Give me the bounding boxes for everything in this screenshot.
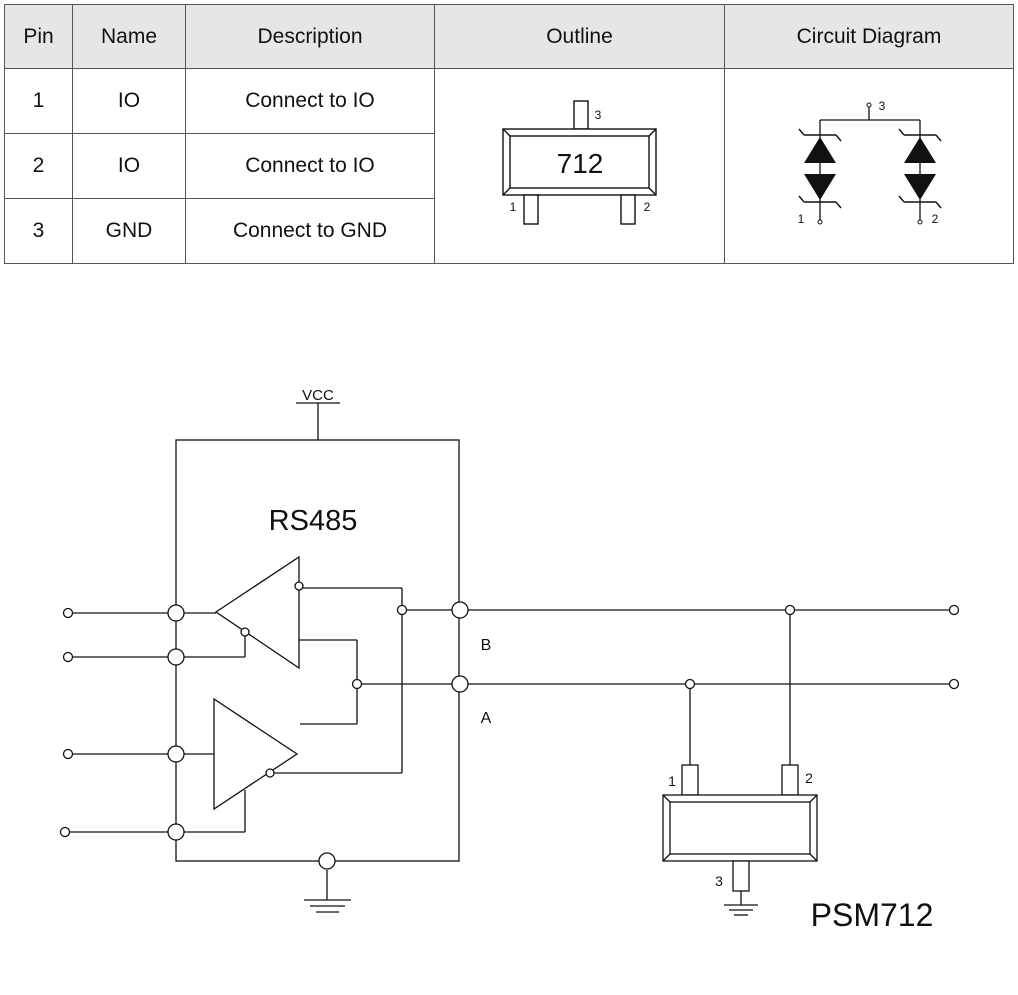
table-row: 2 IO Connect to IO [4, 133, 1014, 199]
line-b-label: B [481, 637, 492, 654]
table-row: 1 IO Connect to IO 712 1 2 3 [4, 68, 1014, 264]
psm712-pin2-lead [781, 764, 799, 796]
pin-description: Connect to IO [185, 133, 435, 199]
ic-pin-de [167, 823, 185, 841]
ic-pin-a [451, 675, 469, 693]
circuit-pin2-node [917, 219, 923, 225]
driver-amplifier [213, 697, 299, 811]
circuit-pin3-node [866, 102, 872, 108]
psm712-pin2-label: 2 [805, 770, 813, 786]
sot23-outline-drawing: 712 1 2 3 [501, 100, 657, 225]
tvs-diode-right-lower [898, 174, 942, 209]
outline-marking: 712 [556, 148, 603, 179]
psm712-pin1-label: 1 [668, 773, 676, 789]
line-a-label: A [481, 710, 492, 727]
driver-enable-bubble [265, 768, 275, 778]
rs485-ic-body [175, 439, 460, 862]
pin-description: Connect to GND [185, 198, 435, 264]
pin-description-table: Pin Name Description Outline Circuit Dia… [4, 4, 1014, 264]
tvs-diode-left-lower [798, 174, 842, 209]
outline-package-inner [508, 135, 650, 189]
junction-b-tvs [784, 604, 796, 616]
tvs-diode-left-upper [798, 128, 842, 163]
ic-pin-re [167, 648, 185, 666]
psm712-pin3-label: 3 [715, 873, 723, 889]
pin-name: IO [72, 133, 186, 199]
input-terminal-3 [62, 748, 74, 760]
input-terminal-2 [62, 651, 74, 663]
psm712-pin3-lead [732, 860, 750, 892]
outline-pin3-label: 3 [594, 108, 601, 122]
junction-a-internal [351, 678, 363, 690]
ic-pin-di [167, 745, 185, 763]
vcc-label: VCC [302, 387, 334, 404]
psm712-pin1-lead [681, 764, 699, 796]
tvs-diode-right-upper [898, 128, 942, 163]
header-circuit-diagram: Circuit Diagram [724, 4, 1014, 69]
table-row: 3 GND Connect to GND [4, 198, 1014, 264]
circuit-diagram-cell: 1 2 3 [724, 68, 1014, 264]
ic-pin-gnd [318, 852, 336, 870]
pin-number: 3 [4, 198, 73, 264]
bus-terminal-b [948, 604, 960, 616]
outline-pin2-label: 2 [643, 200, 650, 214]
ic-name-label: RS485 [269, 505, 358, 537]
input-terminal-4 [59, 826, 71, 838]
ic-pin-b [451, 601, 469, 619]
circuit-pin2-label: 2 [932, 212, 939, 226]
header-outline: Outline [434, 4, 725, 69]
junction-b-internal [396, 604, 408, 616]
junction-a-tvs [684, 678, 696, 690]
psm712-package-body [662, 794, 818, 862]
receiver-input-node [294, 581, 304, 591]
circuit-pin1-label: 1 [798, 212, 805, 226]
table-header-row: Pin Name Description Outline Circuit Dia… [4, 4, 1014, 69]
outline-package-body [501, 128, 657, 196]
circuit-pin3-label: 3 [879, 99, 886, 113]
ic-pin-ro [167, 604, 185, 622]
psm712-part-label: PSM712 [811, 897, 934, 933]
tvs-circuit-drawing: 1 2 3 [798, 99, 942, 226]
outline-pin2-lead [619, 194, 636, 225]
receiver-amplifier [214, 555, 300, 670]
receiver-enable-bubble [240, 627, 250, 637]
psm712-package-inner [669, 801, 811, 855]
outline-pin1-label: 1 [509, 200, 516, 214]
outline-cell: 712 1 2 3 [434, 68, 725, 264]
pin-name: GND [72, 198, 186, 264]
bus-terminal-a [948, 678, 960, 690]
circuit-pin1-node [817, 219, 823, 225]
pin-description: Connect to IO [185, 68, 435, 134]
header-pin: Pin [4, 4, 73, 69]
outline-pin1-lead [522, 194, 539, 225]
input-terminal-1 [62, 607, 74, 619]
